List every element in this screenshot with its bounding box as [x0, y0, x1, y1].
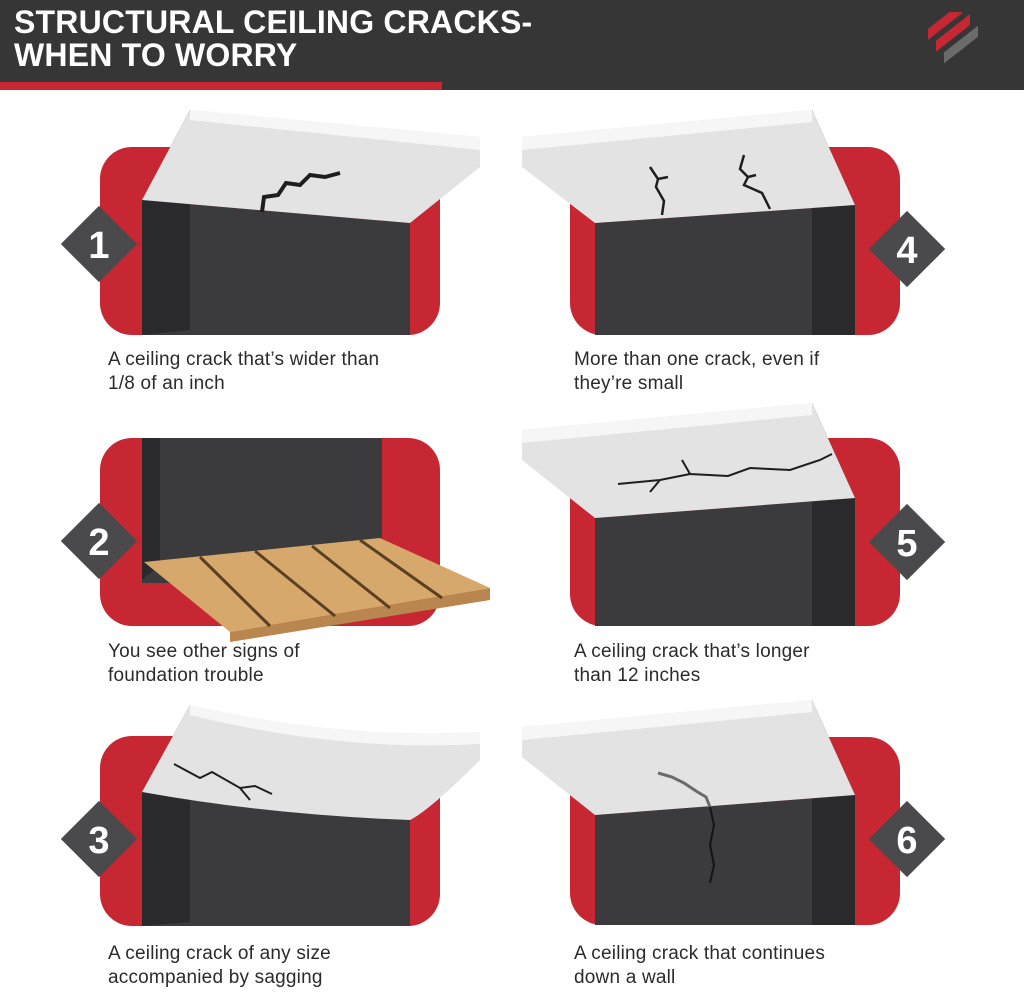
item-6-caption: A ceiling crack that continues down a wa…: [574, 943, 826, 988]
title-line-2: WHEN TO WORRY: [14, 37, 298, 73]
item-5-caption: A ceiling crack that’s longer than 12 in…: [574, 641, 810, 686]
item-1-illustration: 1: [50, 105, 550, 345]
dark-wall: [595, 498, 855, 626]
ceiling-crack: [657, 771, 712, 808]
header-accent-bar: [0, 82, 442, 90]
page-title: STRUCTURAL CEILING CRACKS- WHEN TO WORRY: [14, 6, 532, 72]
svg-text:1: 1: [88, 225, 109, 267]
item-2-illustration: 2: [50, 420, 550, 660]
floor-boards: [144, 538, 490, 632]
crack-a: [648, 166, 669, 216]
item-4-illustration: 4: [500, 105, 1000, 345]
item-4-caption: More than one crack, even if they’re sma…: [574, 349, 820, 394]
item-3-caption: A ceiling crack of any size accompanied …: [108, 943, 331, 988]
number-diamond-6: 6: [868, 800, 946, 878]
item-5-illustration: 5: [500, 398, 1000, 638]
wall-crack: [708, 806, 716, 884]
number-diamond-5: 5: [868, 503, 946, 581]
svg-text:5: 5: [896, 523, 917, 565]
svg-text:3: 3: [88, 820, 109, 862]
dark-wall: [142, 792, 410, 926]
crack-b: [738, 154, 772, 210]
number-diamond-3: 3: [60, 800, 138, 878]
svg-text:2: 2: [88, 522, 109, 564]
long-crack: [617, 453, 833, 493]
svg-text:6: 6: [896, 820, 917, 862]
dark-wall: [142, 200, 410, 335]
number-diamond-2: 2: [60, 502, 138, 580]
wide-crack: [260, 171, 341, 213]
brand-stripes-icon: [924, 2, 990, 79]
number-diamond-4: 4: [868, 210, 946, 288]
title-line-1: STRUCTURAL CEILING CRACKS-: [14, 4, 533, 40]
dark-wall: [595, 795, 855, 925]
item-1-caption: A ceiling crack that’s wider than 1/8 of…: [108, 349, 380, 394]
item-2-caption: You see other signs of foundation troubl…: [108, 641, 300, 686]
item-3-illustration: 3: [50, 700, 550, 940]
header-bar: STRUCTURAL CEILING CRACKS- WHEN TO WORRY: [0, 0, 1024, 90]
item-6-illustration: 6: [500, 695, 1000, 935]
svg-text:4: 4: [896, 230, 917, 272]
dark-wall: [595, 205, 855, 335]
crack: [173, 763, 273, 801]
